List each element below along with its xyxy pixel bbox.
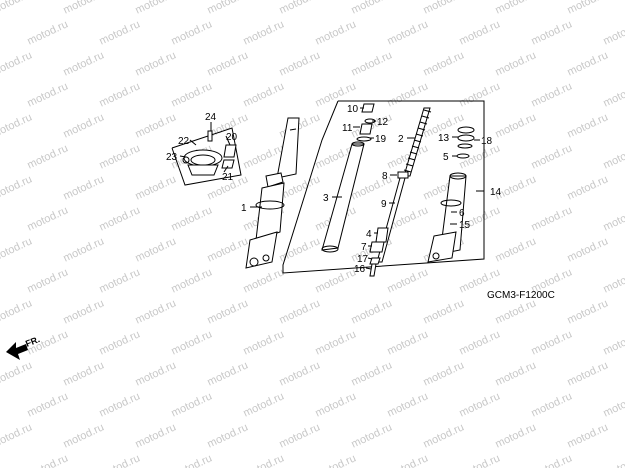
callout-21: 21 (222, 172, 234, 183)
leader-23 (179, 155, 187, 158)
fork-cap-parts (356, 103, 376, 142)
leader-21 (223, 165, 229, 173)
callout-9: 9 (381, 199, 387, 210)
fork-tube-inner (321, 141, 365, 253)
rod-lower-parts (369, 227, 389, 277)
leader-20 (225, 135, 231, 146)
callout-17: 17 (357, 254, 369, 265)
callout-20: 20 (226, 132, 238, 143)
callout-15: 15 (459, 220, 471, 231)
callout-22: 22 (178, 136, 190, 147)
callout-10: 10 (347, 104, 359, 115)
callout-7: 7 (361, 242, 367, 253)
callout-13: 13 (438, 133, 450, 144)
assembly-outline (282, 100, 485, 274)
front-direction-label: FR. (24, 334, 41, 349)
fork-tube-outer (245, 117, 300, 269)
diagram-code: GCM3-F1200C (487, 290, 555, 301)
fork-bracket (182, 130, 237, 176)
callout-14: 14 (490, 187, 502, 198)
callout-4: 4 (366, 229, 372, 240)
leader-17 (367, 257, 373, 260)
callout-12: 12 (377, 117, 389, 128)
callout-3: 3 (323, 193, 329, 204)
front-direction-arrow: FR. (6, 334, 41, 360)
callout-16: 16 (354, 264, 366, 275)
callout-5: 5 (443, 152, 449, 163)
callout-23: 23 (166, 152, 178, 163)
callout-19: 19 (375, 134, 387, 145)
callout-2: 2 (398, 134, 404, 145)
callout-24: 24 (205, 112, 217, 123)
spring-collar (397, 171, 409, 179)
leader-22 (189, 139, 197, 146)
callout-11: 11 (342, 123, 353, 134)
callout-6: 6 (459, 208, 465, 219)
callout-18: 18 (481, 136, 493, 147)
callout-1: 1 (241, 203, 247, 214)
fork-slider (427, 172, 467, 263)
callout-8: 8 (382, 171, 388, 182)
fork-spring (403, 107, 432, 177)
leader-16 (365, 267, 372, 270)
seal-rings (456, 126, 475, 159)
